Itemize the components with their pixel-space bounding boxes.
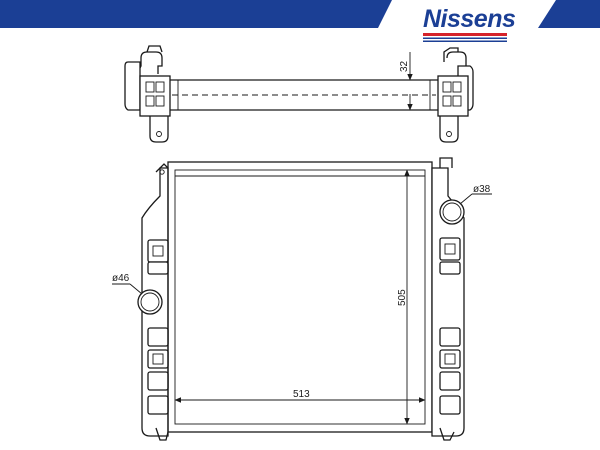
core-width-dimension-label: 513 <box>293 389 310 400</box>
hose-top-dimension-label: 32 <box>399 60 410 72</box>
brand-logo-text: Nissens <box>423 5 516 33</box>
right-inlet-pipe <box>439 199 465 225</box>
top-left-bracket <box>124 45 171 143</box>
left-outlet-pipe <box>137 289 163 315</box>
header-banner: Nissens <box>0 0 600 42</box>
core-height-dimension-label: 505 <box>397 289 408 306</box>
top-right-bracket <box>437 47 474 143</box>
outlet-diameter-callout: ø46 <box>112 273 143 295</box>
logo-underline-blue-1 <box>423 37 507 39</box>
front-view: ø38 ø46 505 513 <box>112 157 492 441</box>
banner-left-stripe <box>0 0 392 28</box>
logo-underline-red <box>423 33 507 36</box>
banner-right-stripe <box>538 0 600 28</box>
outlet-diameter-label: ø46 <box>112 273 130 284</box>
core-width-dimension: 513 <box>174 389 426 403</box>
top-tank-tube <box>170 79 438 111</box>
inlet-diameter-callout: ø38 <box>459 184 492 205</box>
inlet-diameter-label: ø38 <box>473 184 491 195</box>
core-height-dimension: 505 <box>397 169 410 425</box>
top-view: 32 <box>124 45 474 143</box>
logo-underline-blue-2 <box>423 40 507 42</box>
right-tank <box>431 157 465 441</box>
hose-top-dimension: 32 <box>398 52 413 111</box>
